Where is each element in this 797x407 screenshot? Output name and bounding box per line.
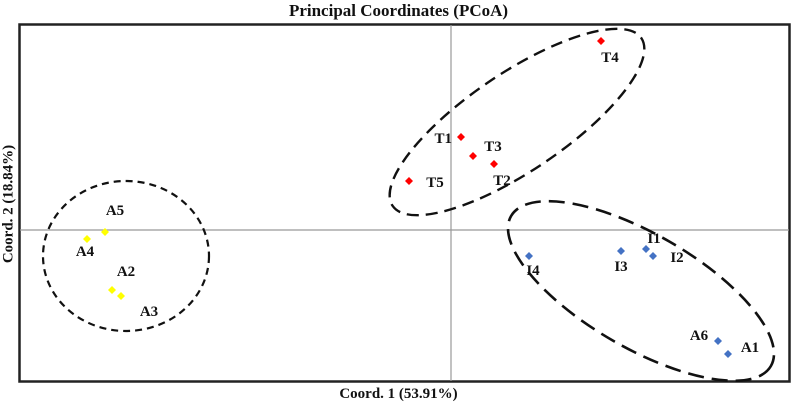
data-point-a3	[117, 292, 125, 300]
data-points	[83, 37, 732, 358]
data-point-a2	[108, 286, 116, 294]
point-label-i3: I3	[614, 259, 627, 275]
plot-frame	[18, 23, 791, 383]
point-label-i4: I4	[526, 263, 540, 279]
point-label-t5: T5	[426, 175, 444, 191]
cluster-ellipse-2	[388, 27, 646, 217]
cluster-ellipse-3	[506, 199, 776, 383]
data-point-t2	[490, 160, 498, 168]
data-point-i3	[617, 247, 625, 255]
data-point-a4	[83, 235, 91, 243]
data-point-t5	[405, 177, 413, 185]
data-point-i2	[649, 252, 657, 260]
point-label-t1: T1	[434, 131, 452, 147]
data-point-t1	[457, 133, 465, 141]
data-point-a6	[714, 337, 722, 345]
point-label-a2: A2	[117, 264, 135, 280]
point-label-a3: A3	[140, 304, 158, 320]
data-point-t4	[597, 37, 605, 45]
data-point-i1	[642, 245, 650, 253]
y-axis-label: Coord. 2 (18.84%)	[0, 144, 17, 264]
point-label-t4: T4	[601, 50, 619, 66]
point-label-a1: A1	[741, 340, 759, 356]
point-label-t3: T3	[484, 139, 502, 155]
point-label-t2: T2	[493, 173, 511, 189]
data-point-t3	[469, 152, 477, 160]
data-point-a5	[101, 228, 109, 236]
point-label-i2: I2	[670, 250, 683, 266]
point-label-i1: I1	[647, 231, 660, 247]
chart-title: Principal Coordinates (PCoA)	[288, 1, 509, 20]
point-label-a4: A4	[76, 244, 95, 260]
point-label-a5: A5	[106, 203, 124, 219]
cluster-ellipses	[41, 27, 776, 383]
x-axis-label: Coord. 1 (53.91%)	[339, 386, 458, 402]
point-label-a6: A6	[690, 328, 709, 344]
cluster-ellipse-1	[41, 179, 211, 333]
data-point-a1	[724, 350, 732, 358]
data-point-i4	[525, 252, 533, 260]
